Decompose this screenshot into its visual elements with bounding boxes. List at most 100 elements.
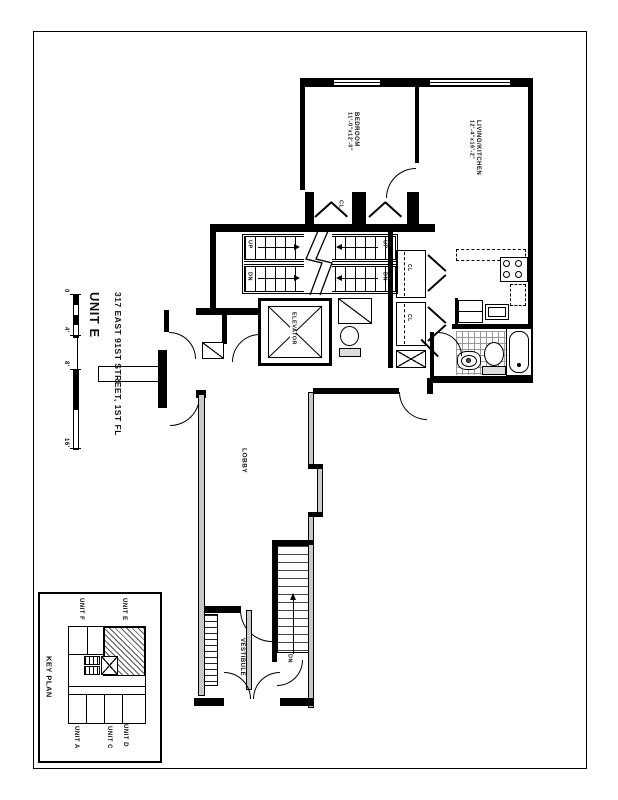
stair-arrow-line — [342, 247, 378, 248]
wall-lobby-north-east — [313, 388, 399, 394]
key-plan-stair — [84, 656, 100, 665]
bathtub-basin — [509, 331, 529, 373]
counter-dashed — [510, 284, 526, 306]
wall-hall-east — [388, 224, 393, 368]
room-name: BEDROOM — [353, 112, 360, 147]
wall-kitchen-west — [455, 298, 458, 324]
stair-label-dn-left: DN — [246, 272, 253, 281]
key-plan-wall — [104, 694, 105, 724]
radiator-steps — [204, 614, 218, 686]
key-plan-title: KEY PLAN — [44, 656, 54, 698]
duct-box — [202, 342, 224, 359]
stair-arrow-line — [258, 278, 294, 279]
duct-shaft — [338, 298, 372, 324]
corridor-break-cap — [98, 366, 99, 382]
bathroom-sink-drain — [466, 358, 471, 363]
closet-label-hall-upper: CL — [405, 264, 412, 272]
stair-break-symbol — [305, 230, 333, 296]
wall-pier — [510, 78, 533, 87]
key-plan-wall — [86, 694, 87, 724]
toilet-tank — [339, 348, 361, 357]
key-plan-corridor-line — [68, 686, 146, 687]
stair-arrowhead — [336, 244, 342, 250]
scale-bar-subdivisions — [73, 294, 79, 338]
stair-arrowhead — [294, 244, 300, 250]
bathtub-drain — [517, 363, 521, 367]
upper-cabinets-dashed — [456, 249, 526, 261]
wall-jog — [308, 464, 323, 469]
key-plan-label-unit-e: UNIT E — [120, 598, 127, 621]
bathroom-toilet-tank — [482, 366, 506, 375]
page-subtitle-address: 317 EAST 91ST STREET, 1ST FL — [112, 292, 123, 436]
wall-stub — [222, 310, 227, 344]
wall-kitchen-bath — [452, 324, 533, 329]
wall-lobby-east-upper — [308, 392, 314, 468]
closet-label-hall-lower: CL — [405, 314, 412, 322]
wall-connector — [427, 378, 433, 390]
scale-label-16: 16' — [62, 438, 69, 448]
corridor-break-line — [98, 366, 160, 367]
wall-lobby-west — [198, 394, 205, 696]
closet-rod — [404, 304, 405, 344]
wall-bedroom-living — [415, 87, 419, 163]
wall-vestibule-east — [246, 610, 252, 690]
wall-hall-south-west — [196, 308, 258, 315]
wall-vestibule-north — [205, 606, 241, 613]
stove-burner — [503, 271, 510, 278]
stair-arrow-line — [342, 278, 378, 279]
stair-label-up-right: UP — [381, 240, 388, 249]
bathroom-toilet-bowl — [484, 342, 504, 366]
wall-bath-west — [430, 332, 434, 376]
wall-bedroom-west — [300, 78, 305, 190]
key-plan-elevator — [101, 656, 118, 675]
stove-burner — [515, 271, 522, 278]
stair-arrow-line — [293, 598, 294, 654]
stair-break-mask — [304, 233, 332, 293]
shelf-closet — [396, 350, 426, 368]
stair-arrowhead — [294, 275, 300, 281]
wall-stair-top — [272, 540, 314, 545]
key-plan-wall — [68, 654, 104, 655]
wall-pier — [427, 388, 433, 394]
wall-pier — [302, 78, 334, 87]
wall-bath-south — [430, 376, 533, 383]
room-dims: 11'-0"x12'-0" — [346, 112, 353, 152]
scale-tick — [70, 294, 81, 295]
room-label-living-kitchen: LIVING/KITCHEN 12'-4"x16'-2" — [468, 120, 481, 175]
scale-bar-segments — [73, 370, 79, 450]
closet-hall-lower — [396, 302, 426, 346]
toilet-bowl — [340, 326, 359, 346]
scale-label-0: 0 — [62, 289, 69, 293]
closet-hall-upper — [396, 250, 426, 298]
stair-arrowhead — [336, 275, 342, 281]
stove-burner — [503, 260, 510, 267]
kitchen-sink-basin — [488, 307, 506, 317]
wall-stair-west — [272, 540, 277, 662]
closet-rod — [404, 252, 405, 296]
wall-pier — [380, 78, 430, 87]
key-plan-wall — [87, 627, 88, 654]
wall-lobby-east-mid — [317, 468, 323, 516]
key-plan-label-unit-a: UNIT A — [72, 726, 79, 749]
stair-label-up-left: UP — [246, 240, 253, 249]
scale-tick — [70, 448, 81, 449]
scale-label-4: 4' — [62, 327, 69, 333]
wall-jog — [308, 512, 323, 517]
room-label-elevator: ELEVATOR — [290, 312, 297, 346]
corridor-break-line — [98, 381, 160, 382]
room-label-vestibule: VESTIBULE — [238, 638, 245, 677]
stair-arrowhead-up — [290, 593, 296, 600]
base-cabinet-line — [458, 311, 483, 312]
stair-label-dn-basement: DN — [286, 654, 293, 663]
room-label-bedroom: BEDROOM 11'-0"x12'-0" — [346, 112, 359, 151]
wall-entry-east — [280, 698, 314, 706]
window — [334, 78, 380, 87]
closet-label-bedroom: CL — [337, 200, 344, 209]
scale-label-8: 8' — [62, 361, 69, 367]
wall-hall-west — [210, 224, 216, 314]
wall-stub — [164, 310, 169, 332]
window — [430, 78, 510, 87]
wall-east-exterior — [528, 78, 533, 383]
stair-arrow-line — [258, 247, 294, 248]
